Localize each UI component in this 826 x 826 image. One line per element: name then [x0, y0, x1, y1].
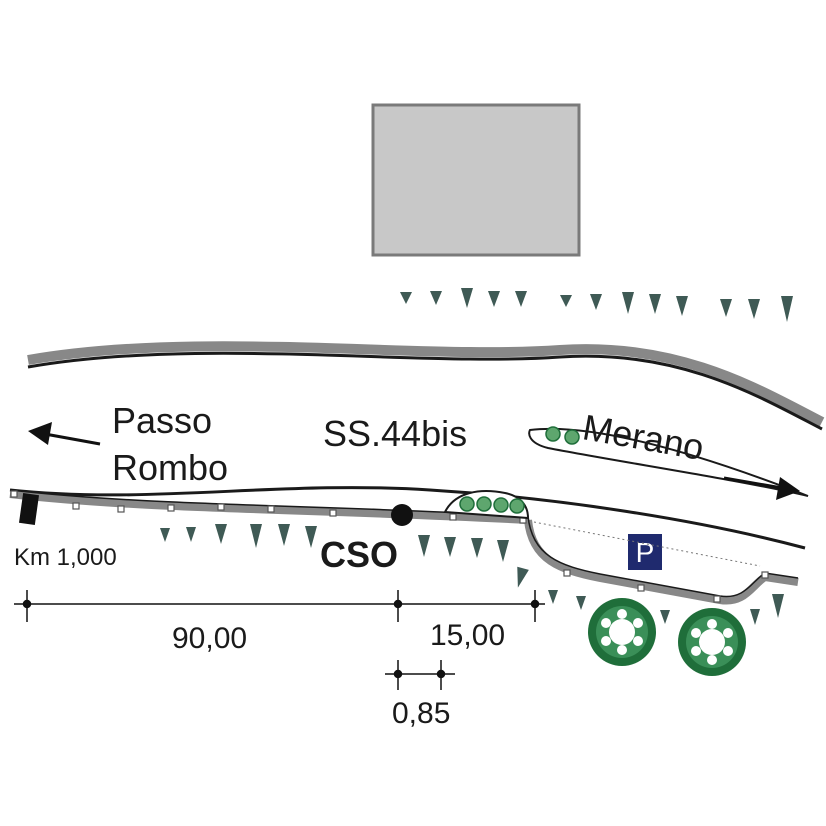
km-post	[18, 493, 40, 525]
dimension-left-span: 90,00	[172, 622, 247, 655]
tree-icon	[278, 524, 290, 546]
tree-icon	[750, 609, 760, 625]
tree-icon	[400, 292, 412, 304]
tree-icon	[676, 296, 688, 316]
tree-icon	[497, 540, 509, 562]
building	[371, 103, 581, 257]
tree-row-north	[400, 288, 793, 322]
layby-path-line	[527, 515, 799, 598]
parking-icon: P	[628, 534, 662, 570]
tree-icon	[772, 594, 784, 618]
tree-icon	[305, 526, 317, 548]
tree-icon	[576, 596, 586, 610]
tree-icon	[560, 295, 572, 307]
sidewalk-left-line	[9, 489, 529, 517]
tree-icon	[660, 610, 670, 624]
tree-icon	[622, 292, 634, 314]
tree-icon	[430, 291, 442, 305]
tree-icon	[250, 524, 262, 548]
tree-icon	[548, 590, 558, 604]
station-label: CSO	[320, 534, 398, 575]
shrub-row	[459, 496, 525, 514]
arrow-left-icon	[28, 422, 101, 446]
dimension-lines	[14, 590, 545, 690]
road-south-edge	[9, 486, 806, 550]
tree-icon	[418, 535, 430, 557]
tree-icon	[515, 291, 527, 307]
bush-icon	[678, 608, 746, 676]
sidewalk-left	[9, 490, 529, 524]
layby-path	[524, 519, 799, 605]
tree-icon	[649, 294, 661, 314]
tree-icon	[590, 294, 602, 310]
destination-left-line1: Passo	[112, 400, 212, 441]
kilometer-label: Km 1,000	[14, 544, 117, 571]
tree-icon	[517, 566, 529, 588]
tree-icon	[488, 291, 500, 307]
dimension-right-span: 15,00	[430, 619, 505, 652]
station-marker	[391, 504, 413, 526]
tree-icon	[720, 299, 732, 317]
tree-icon	[781, 296, 793, 322]
rail-markers	[10, 490, 769, 603]
arrow-right-icon	[723, 476, 800, 500]
tree-icon	[160, 528, 170, 542]
tree-icon	[215, 524, 227, 544]
island-shrubs	[545, 426, 580, 445]
tree-icon	[444, 537, 456, 557]
tree-icon	[471, 538, 483, 558]
dotted-guide	[533, 521, 761, 567]
road-north-edge-line	[27, 351, 823, 431]
dimension-small-offset: 0,85	[392, 697, 450, 730]
svg-text:P: P	[636, 537, 655, 568]
tree-icon	[748, 299, 760, 319]
tree-row-south	[160, 524, 784, 625]
bush-icon	[588, 598, 656, 666]
destination-left-line2: Rombo	[112, 447, 228, 488]
tree-icon	[461, 288, 473, 308]
road-north-edge	[27, 341, 825, 427]
tree-icon	[186, 527, 196, 542]
road-name-label: SS.44bis	[323, 413, 467, 454]
